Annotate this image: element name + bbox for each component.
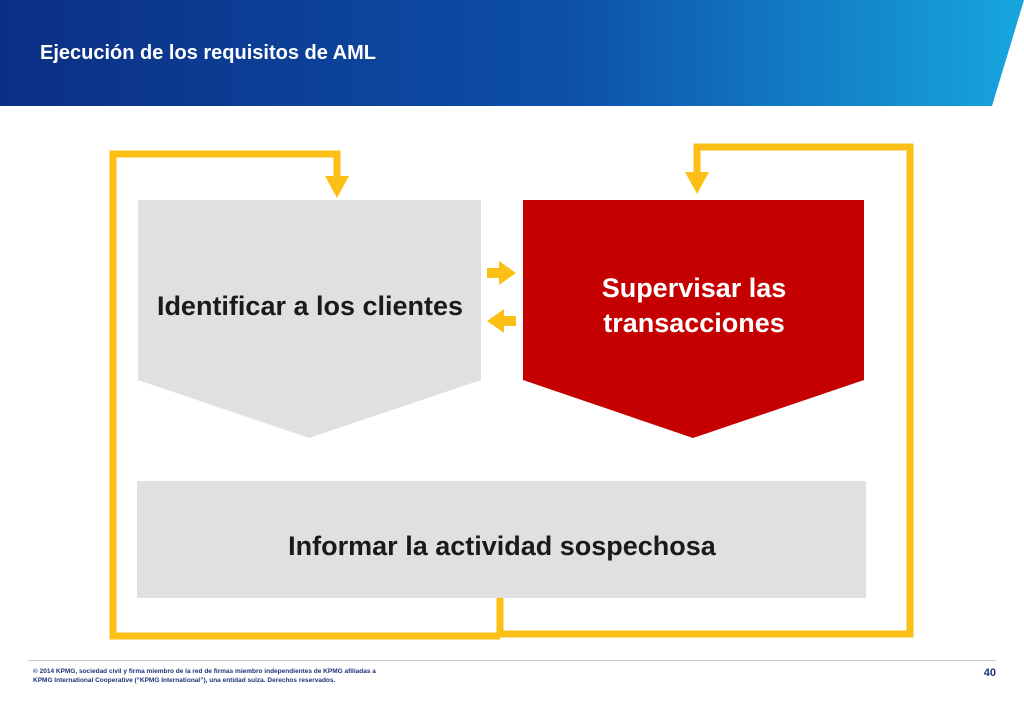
box-identify-shape xyxy=(138,200,481,438)
arrow-right-icon xyxy=(487,261,516,285)
box-supervise-shape xyxy=(523,200,864,438)
copyright-line-2: KPMG International Cooperative (“KPMG In… xyxy=(33,677,336,684)
page-number: 40 xyxy=(983,667,996,679)
box-identify-label: Identificar a los clientes xyxy=(157,291,463,321)
box-report-shape xyxy=(137,481,866,598)
box-supervise-label-line1: Supervisar las xyxy=(602,273,787,303)
box-supervise-label-line2: transacciones xyxy=(603,308,785,338)
footer-divider xyxy=(28,660,996,661)
loop-line-left xyxy=(109,150,500,640)
copyright-line-1: © 2014 KPMG, sociedad civil y firma miem… xyxy=(33,668,376,675)
copyright-notice: © 2014 KPMG, sociedad civil y firma miem… xyxy=(33,667,376,685)
page-title: Ejecución de los requisitos de AML xyxy=(40,42,376,64)
arrow-down-right-icon xyxy=(685,172,709,194)
header-banner: Ejecución de los requisitos de AML xyxy=(0,0,1024,106)
box-report-label: Informar la actividad sospechosa xyxy=(288,531,717,561)
arrow-down-left-icon xyxy=(325,176,349,198)
loop-line-right xyxy=(500,143,914,638)
aml-process-diagram: Identificar a los clientes Supervisar la… xyxy=(109,143,914,640)
header-background xyxy=(0,0,1024,106)
arrow-left-icon xyxy=(487,309,516,333)
